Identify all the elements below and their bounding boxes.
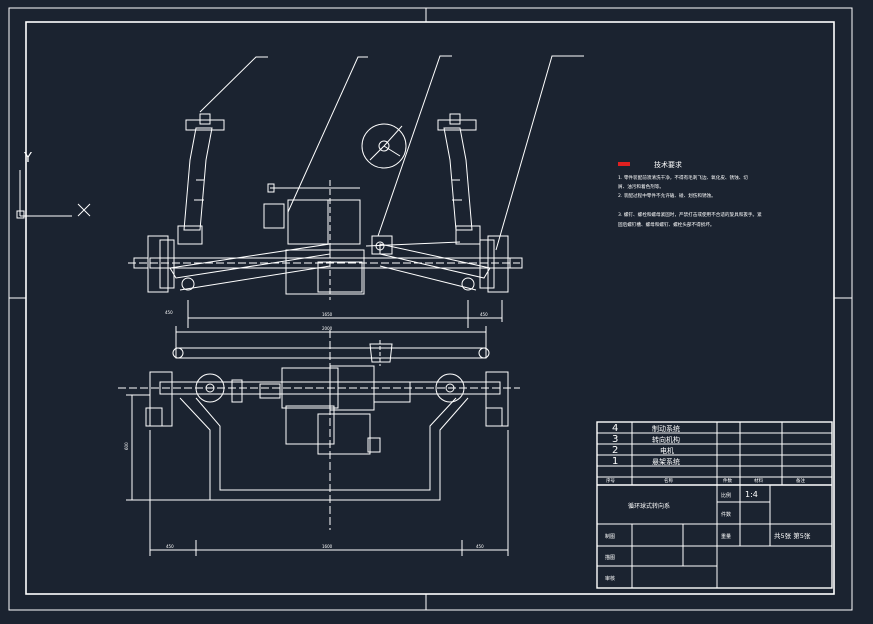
dim-bottom-left: 450 xyxy=(166,544,174,549)
weight-label: 重量 xyxy=(721,533,731,540)
tech-req-line-1: 1. 零件装配前须清洗干净，不得有毛刺飞边、氧化皮、锈蚀、切 xyxy=(618,174,748,181)
title-block xyxy=(596,421,833,589)
accent-mark xyxy=(618,162,630,166)
col-material-header: 材料 xyxy=(754,477,763,484)
tech-req-line-4: 3. 螺钉、螺栓和螺母紧固时，严禁打击或使用不合适的旋具和扳手。紧 xyxy=(618,211,762,218)
ucs-y-label: Y xyxy=(23,151,32,166)
part-no-1: 1 xyxy=(612,456,618,467)
col-qty-header: 件数 xyxy=(723,477,732,484)
count-label: 件数 xyxy=(721,511,731,518)
part-no-3: 3 xyxy=(612,434,618,445)
dim-bottom-mid: 1600 xyxy=(322,544,333,549)
col-no-header: 序号 xyxy=(606,477,615,484)
tech-req-line-5: 固后螺钉槽、螺母和螺钉、螺栓头部不得损坏。 xyxy=(618,221,714,228)
tech-req-line-3: 2. 装配过程中零件不允许磕、碰、划伤和锈蚀。 xyxy=(618,192,716,199)
part-no-4: 4 xyxy=(612,423,618,434)
dim-top-right: 450 xyxy=(480,312,488,317)
checker-label: 描图 xyxy=(605,554,615,561)
tech-req-title: 技术要求 xyxy=(654,160,682,169)
part-name-1: 悬架系统 xyxy=(652,457,680,466)
part-name-3: 转向机构 xyxy=(652,435,680,444)
scale-value: 1:4 xyxy=(745,490,758,499)
plan-view xyxy=(118,326,520,556)
sheet-count: 共5张 第5张 xyxy=(774,531,811,540)
dim-mid-span: 2000 xyxy=(322,326,333,331)
tech-requirements: 技术要求 1. 零件装配前须清洗干净，不得有毛刺飞边、氧化皮、锈蚀、切 屑、油污… xyxy=(618,160,762,228)
tech-req-line-2: 屑、油污和着色剂等。 xyxy=(618,183,664,190)
part-no-2: 2 xyxy=(612,445,618,456)
outer-border xyxy=(8,7,853,611)
col-name-header: 名称 xyxy=(664,477,673,484)
col-remark-header: 备注 xyxy=(796,477,805,484)
dim-bottom-right: 450 xyxy=(476,544,484,549)
part-name-2: 电机 xyxy=(660,446,674,455)
inner-border xyxy=(25,21,835,595)
drawing-name: 循环球式转向系 xyxy=(628,502,670,510)
scale-label: 比例 xyxy=(721,492,731,499)
dim-left-height: 600 xyxy=(124,442,129,450)
front-view xyxy=(128,55,584,328)
designer-label: 制图 xyxy=(605,533,615,540)
ucs-icon[interactable] xyxy=(16,170,91,219)
reviewer-label: 审核 xyxy=(605,575,615,582)
part-name-4: 制动系统 xyxy=(652,424,680,433)
dim-top-left: 450 xyxy=(165,310,173,315)
dim-top-span: 1650 xyxy=(322,312,333,317)
